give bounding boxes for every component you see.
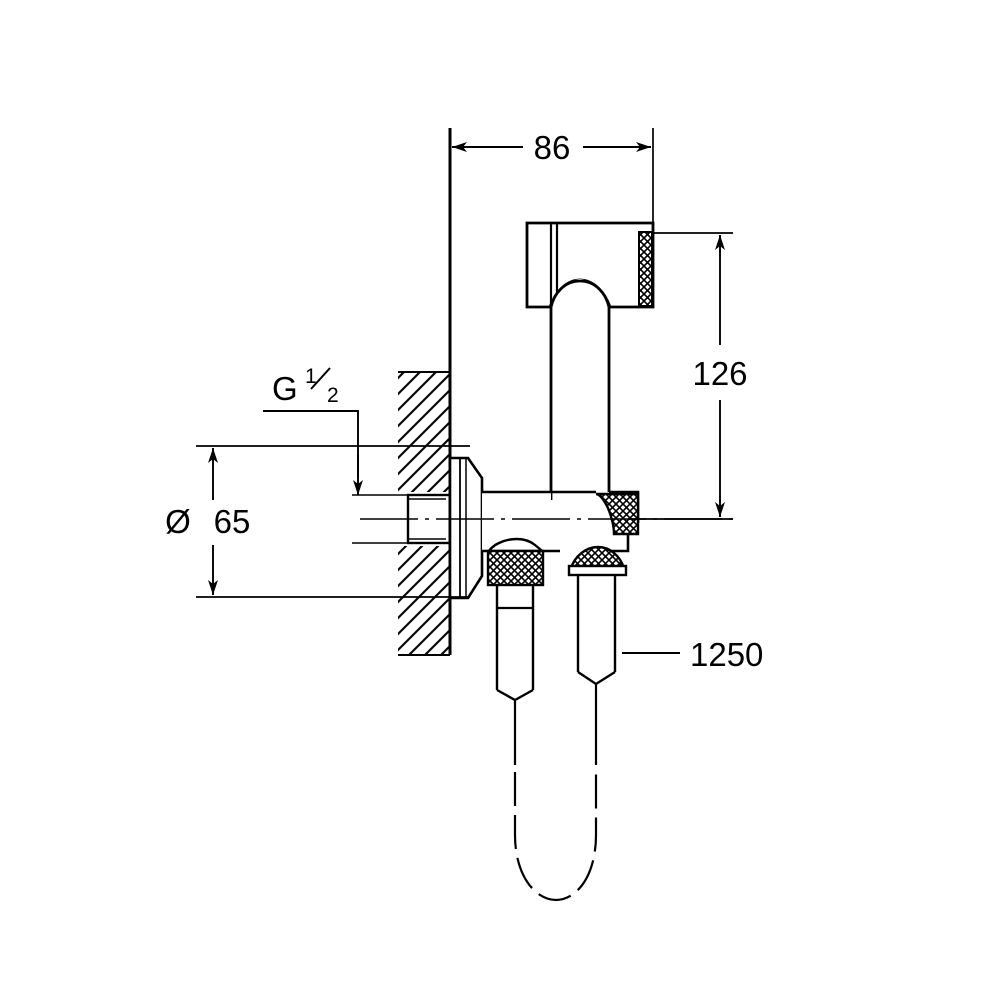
thread-fraction-numerator: 1 bbox=[305, 365, 317, 388]
wall-section bbox=[398, 128, 452, 656]
dimension-label-65: 65 bbox=[214, 503, 251, 540]
head-knurl-strip bbox=[638, 231, 653, 307]
dimension-label-1250: 1250 bbox=[690, 636, 763, 673]
hose-loop bbox=[513, 684, 598, 902]
thread-label-g: G bbox=[272, 370, 298, 407]
dimension-label-126: 126 bbox=[692, 355, 747, 392]
fraction-slash bbox=[310, 367, 331, 390]
knurled-collar bbox=[595, 492, 640, 536]
knurled-nut-lower bbox=[567, 545, 628, 577]
annotation-thread-g-half: G 1 2 bbox=[263, 365, 363, 495]
dimension-label-86: 86 bbox=[534, 129, 571, 166]
escutcheon-plate bbox=[448, 456, 484, 600]
port-witness-lines bbox=[352, 494, 450, 544]
dimension-86: 86 bbox=[449, 128, 654, 232]
annotation-hose-length: 1250 bbox=[622, 636, 763, 673]
knurled-nut-upper bbox=[486, 537, 545, 587]
thread-fraction-denominator: 2 bbox=[327, 384, 339, 407]
diameter-symbol: Ø bbox=[165, 503, 191, 540]
wall-hatch-fill bbox=[398, 372, 450, 655]
bidet-spray-head bbox=[525, 221, 655, 500]
flexible-hose-stub bbox=[495, 585, 535, 702]
dimension-diameter-65: Ø 65 bbox=[165, 445, 470, 598]
